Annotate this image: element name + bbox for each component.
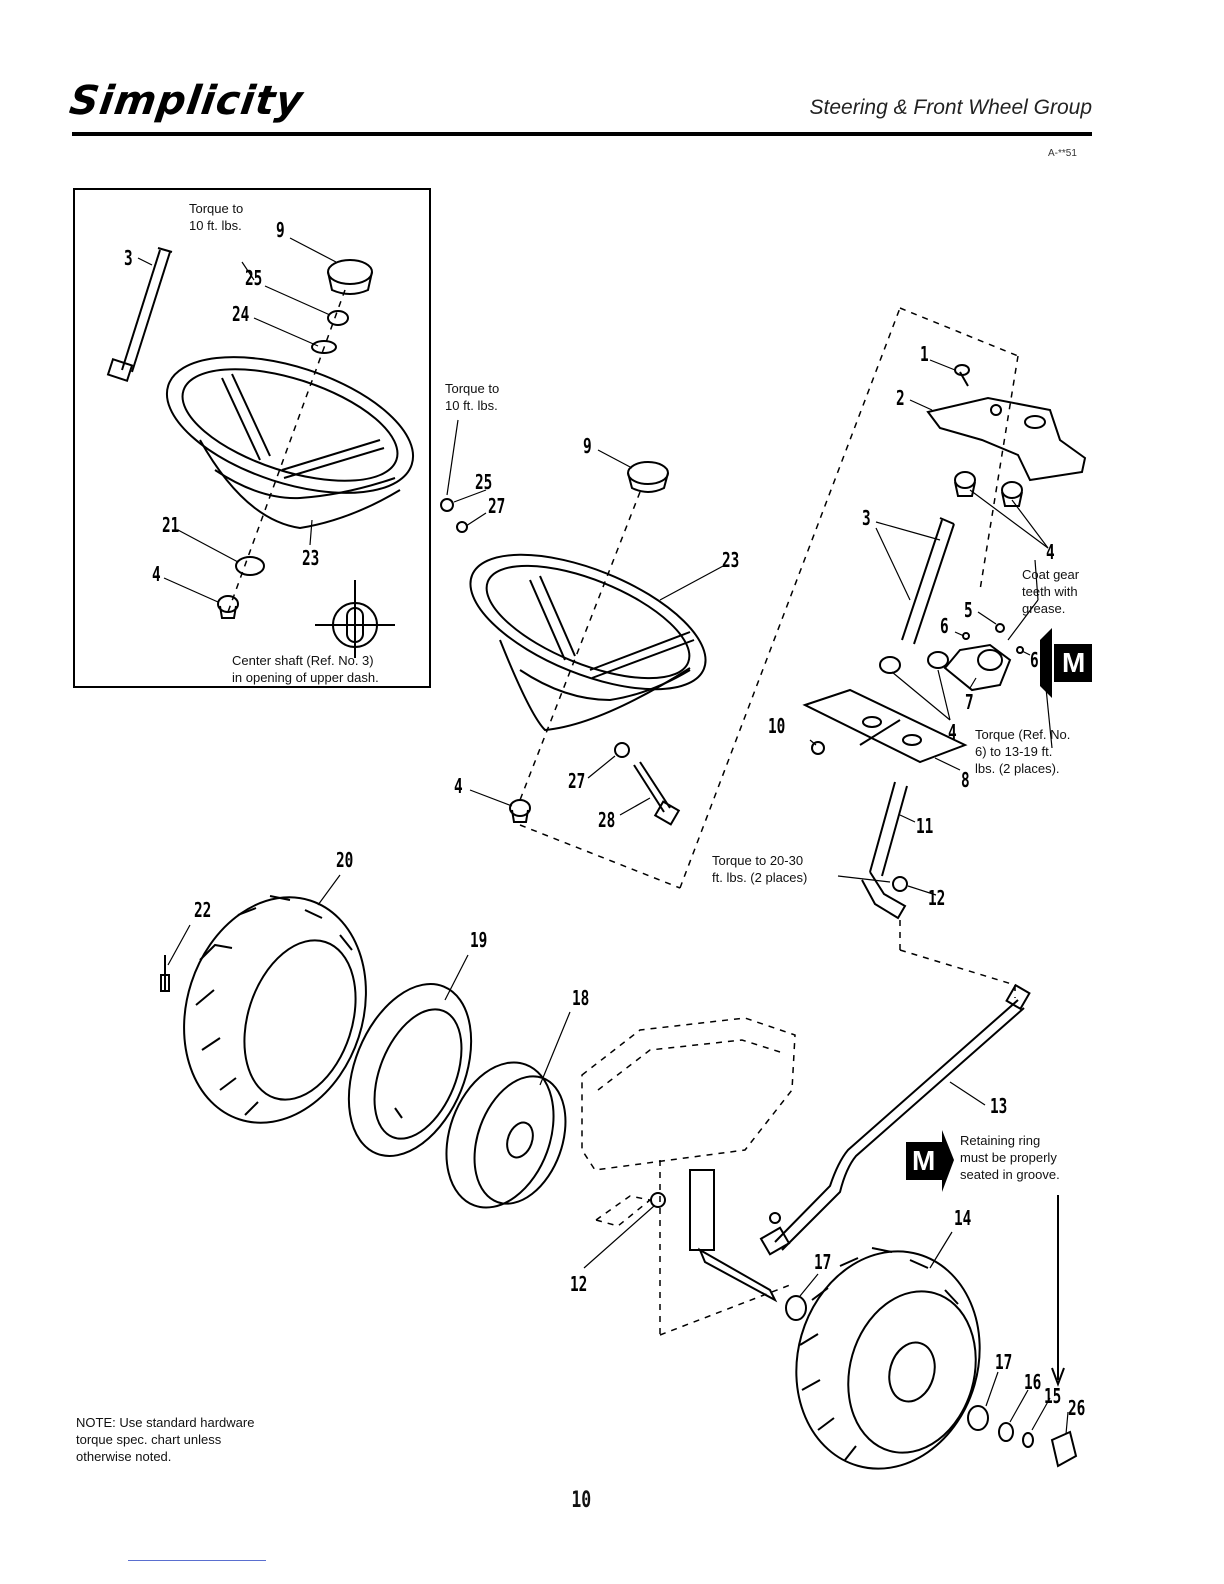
- callout-22: 22: [194, 898, 212, 922]
- callout-6-right: 6: [1030, 648, 1039, 672]
- callout-10: 10: [768, 714, 786, 738]
- center-line-wheel: [519, 307, 1019, 889]
- callout-14: 14: [954, 1206, 972, 1230]
- inset-center-line: [227, 289, 346, 613]
- coat-gear-note: Coat gear teeth with grease.: [1022, 567, 1080, 616]
- callout-25-inset: 25: [245, 266, 263, 290]
- hardware-note: NOTE: Use standard hardware torque spec.…: [76, 1415, 255, 1464]
- torque-6-note: Torque (Ref. No. 6) to 13-19 ft. lbs. (2…: [975, 727, 1071, 776]
- left-tube: [347, 983, 473, 1157]
- callout-2: 2: [896, 386, 905, 410]
- right-hub-hardware: [785, 1295, 1078, 1468]
- callout-12-lower: 12: [570, 1272, 588, 1296]
- callout-8: 8: [961, 768, 970, 792]
- pitman-arm: [861, 781, 908, 920]
- callout-21-inset: 21: [162, 513, 180, 537]
- footer-line: [128, 1560, 266, 1561]
- left-tire: [183, 895, 367, 1124]
- callout-19: 19: [470, 928, 488, 952]
- callout-11: 11: [916, 814, 934, 838]
- bushings-and-gear: [879, 471, 1024, 692]
- dash-bracket: [926, 364, 1087, 482]
- retaining-ring-arrow: [1051, 1195, 1065, 1387]
- callout-23-inset: 23: [302, 546, 320, 570]
- doc-code: A-**51: [1048, 148, 1077, 159]
- steering-wheel: [469, 553, 707, 732]
- callout-20: 20: [336, 848, 354, 872]
- page-number: 10: [571, 1488, 592, 1513]
- steering-shaft: [901, 517, 955, 645]
- callout-12-upper: 12: [928, 886, 946, 910]
- callout-9: 9: [583, 434, 592, 458]
- callout-27-lower: 27: [568, 769, 586, 793]
- m-badge-gear-label: M: [1062, 647, 1086, 678]
- inset-hub-parts: [217, 259, 373, 619]
- torque-12-note: Torque to 20-30 ft. lbs. (2 places): [712, 853, 808, 885]
- left-rim: [445, 1061, 567, 1209]
- drag-link: [759, 983, 1031, 1256]
- callout-18: 18: [572, 986, 590, 1010]
- callout-16: 16: [1024, 1370, 1042, 1394]
- callout-1: 1: [920, 342, 929, 366]
- callout-3-inset: 3: [124, 246, 133, 270]
- leader-lines: [137, 237, 1069, 1435]
- callout-25: 25: [475, 470, 493, 494]
- right-tire: [795, 1247, 981, 1470]
- callout-4-inset: 4: [152, 562, 161, 586]
- inset-center-shaft-note: Center shaft (Ref. No. 3) in opening of …: [232, 653, 379, 685]
- callout-15: 15: [1044, 1384, 1062, 1408]
- m-badge-ring-label: M: [912, 1145, 936, 1176]
- center-line-shaft: [899, 920, 1016, 998]
- header-rule: [72, 132, 1092, 136]
- m-badge-gear: [1040, 628, 1092, 698]
- callout-6-left: 6: [940, 614, 949, 638]
- callout-24-inset: 24: [232, 302, 250, 326]
- inset-torque-note: Torque to 10 ft. lbs.: [189, 201, 244, 233]
- m-badge-ring: [906, 1130, 954, 1192]
- callout-26: 26: [1068, 1396, 1086, 1420]
- retaining-ring-note: Retaining ring must be properly seated i…: [960, 1133, 1060, 1182]
- callout-4-center: 4: [454, 774, 463, 798]
- callout-17-lower: 17: [995, 1350, 1013, 1374]
- valve-stem: [160, 955, 170, 992]
- callout-7: 7: [965, 690, 974, 714]
- section-title: Steering & Front Wheel Group: [809, 96, 1092, 119]
- gear-mounting-plate: [802, 688, 968, 764]
- callout-5: 5: [964, 598, 973, 622]
- callout-23: 23: [722, 548, 740, 572]
- callout-27-upper: 27: [488, 494, 506, 518]
- inset-steering-shaft: [106, 247, 173, 382]
- callout-4-upper-right: 4: [1046, 540, 1055, 564]
- center-hub-parts: [440, 461, 681, 826]
- inset-steering-wheel: [165, 356, 415, 530]
- torque-10-note: Torque to 10 ft. lbs.: [445, 381, 500, 413]
- dash-opening-symbol: [315, 580, 395, 658]
- steering-wheel-inset: [73, 188, 431, 688]
- spindle: [650, 1169, 781, 1303]
- callout-9-inset: 9: [276, 218, 285, 242]
- callout-13: 13: [990, 1094, 1008, 1118]
- callout-4-lower-right: 4: [948, 720, 957, 744]
- callout-17-upper: 17: [814, 1250, 832, 1274]
- front-axle-frame: [581, 1017, 796, 1336]
- callout-28: 28: [598, 808, 616, 832]
- callout-3: 3: [862, 506, 871, 530]
